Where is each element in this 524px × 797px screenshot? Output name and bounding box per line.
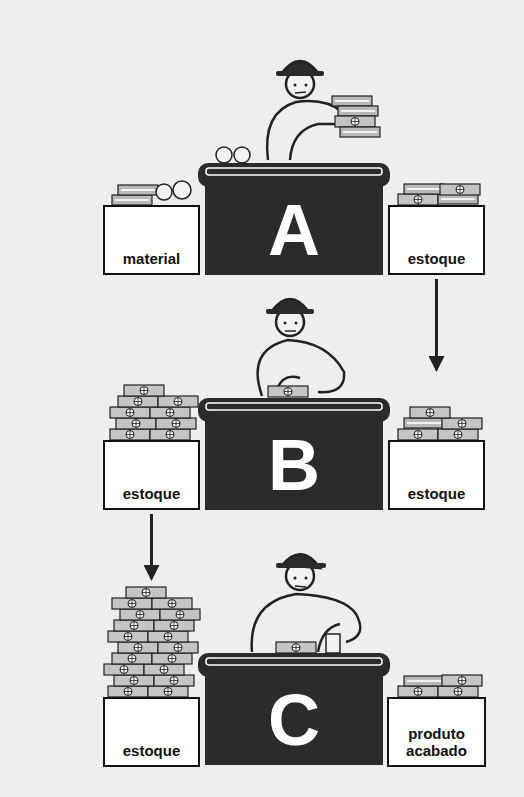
stock-stack [398, 407, 482, 440]
stock-box: estoque [103, 697, 200, 767]
stock-stack [104, 587, 200, 697]
station-letter: B [268, 429, 320, 501]
worker-b [258, 299, 345, 396]
stock-stack [398, 184, 480, 205]
workstation: A [205, 185, 383, 275]
stock-box: estoque [388, 205, 485, 275]
worker-c [252, 554, 361, 652]
workstation: C [205, 675, 383, 765]
product-box: produto acabado [387, 697, 486, 767]
box-label: estoque [408, 251, 466, 268]
workstation: B [205, 420, 383, 510]
stock-stack [110, 385, 198, 440]
box-label: produto acabado [393, 726, 480, 759]
product-stack [398, 675, 482, 697]
box-label: estoque [408, 486, 466, 503]
worker-a [267, 61, 342, 160]
box-label: material [123, 251, 181, 268]
station-letter: C [268, 684, 320, 756]
flow-arrow [435, 279, 438, 370]
stock-box: estoque [388, 440, 485, 510]
desk-top [198, 163, 390, 677]
box-label: estoque [123, 743, 181, 760]
box-label: estoque [123, 486, 181, 503]
material-box: material [103, 205, 200, 275]
flow-arrow [150, 514, 153, 579]
station-letter: A [268, 194, 320, 266]
material-stack [112, 181, 191, 205]
stock-box: estoque [103, 440, 200, 510]
